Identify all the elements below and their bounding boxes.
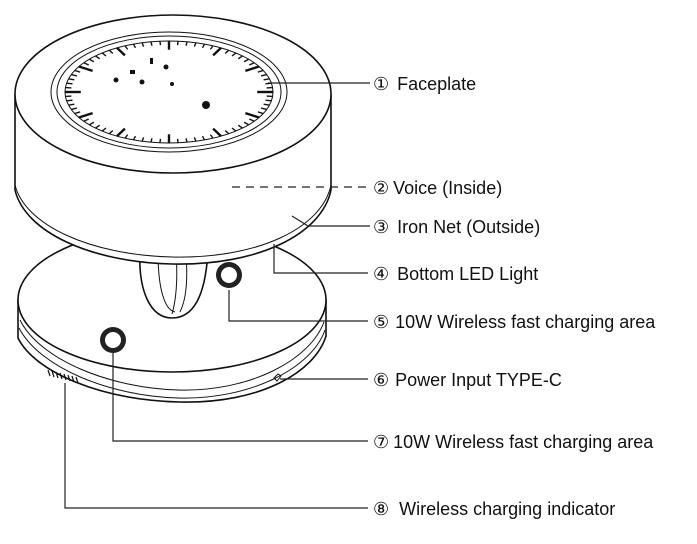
callout-2-number: ②: [373, 178, 389, 198]
faceplate-tick: [212, 127, 222, 138]
faceplate-tick: [116, 127, 126, 138]
faceplate-tick: [78, 65, 93, 72]
type-c-port-icon: [273, 373, 282, 382]
faceplate-tick: [243, 121, 250, 126]
faceplate-tick: [108, 129, 114, 135]
faceplate-tick: [124, 134, 129, 139]
faceplate-tick: [66, 82, 73, 85]
faceplate-tick: [231, 127, 237, 132]
faceplate-tick: [209, 134, 214, 139]
faceplate-tick: [260, 107, 267, 111]
faceplate-tick: [83, 118, 90, 122]
faceplate-tick: [265, 99, 272, 102]
faceplate-tick: [124, 45, 129, 50]
callout-8-number: ⑧: [373, 499, 389, 519]
callout-6-label: Power Input TYPE-C: [395, 370, 562, 390]
callout-2-label: Voice (Inside): [393, 178, 502, 198]
callout-7-label: 10W Wireless fast charging area: [393, 432, 654, 452]
faceplate-tick: [78, 112, 93, 119]
faceplate-tick: [88, 58, 95, 63]
faceplate-tick: [159, 138, 162, 143]
faceplate-buttons: [113, 58, 210, 109]
faceplate-tick: [74, 111, 81, 115]
faceplate-tick: [263, 78, 270, 81]
faceplate-tick: [132, 135, 137, 141]
faceplate-tick: [209, 45, 214, 50]
faceplate-tick: [71, 107, 78, 111]
faceplate-tick: [95, 55, 101, 60]
faceplate-tick: [245, 112, 260, 119]
faceplate-tick: [159, 41, 162, 46]
faceplate-tick: [88, 121, 95, 126]
charging-area-left-icon: [100, 327, 126, 353]
faceplate-tick: [248, 62, 255, 66]
callout-8-label: Wireless charging indicator: [399, 499, 615, 519]
faceplate-tick: [224, 129, 230, 135]
faceplate-tick: [66, 99, 73, 102]
faceplate-tick: [101, 52, 107, 57]
faceplate-tick: [201, 43, 206, 49]
faceplate-tick: [68, 78, 75, 81]
callout-5-label: 10W Wireless fast charging area: [395, 312, 656, 332]
faceplate-tick: [185, 138, 188, 143]
faceplate-tick-ring: [65, 41, 273, 143]
faceplate-tick: [243, 58, 250, 63]
faceplate-tick: [141, 137, 145, 142]
faceplate-tick: [212, 46, 222, 57]
callout-3-label: Iron Net (Outside): [397, 217, 540, 237]
callout-3-number: ③: [373, 217, 389, 237]
indicator-vent: [47, 369, 79, 384]
faceplate-tick: [263, 103, 270, 106]
callout-1-label: Faceplate: [397, 74, 476, 94]
faceplate-tick: [108, 49, 114, 55]
faceplate-tick: [193, 42, 197, 47]
callout-7-number: ⑦: [373, 432, 389, 452]
faceplate-tick: [237, 124, 243, 129]
faceplate-tick: [224, 49, 230, 55]
faceplate-tick: [176, 138, 179, 143]
faceplate-tick: [141, 42, 145, 47]
callout-6-number: ⑥: [373, 370, 389, 390]
faceplate-tick: [150, 41, 153, 46]
faceplate-tick: [260, 73, 267, 77]
speaker-top: [14, 14, 332, 265]
faceplate-tick: [68, 103, 75, 106]
faceplate-tick: [95, 124, 101, 129]
callout-4-number: ④: [373, 264, 389, 284]
faceplate-tick: [193, 137, 197, 142]
faceplate-tick: [245, 65, 260, 72]
faceplate-tick: [231, 52, 237, 57]
faceplate-tick: [257, 111, 264, 115]
faceplate-tick: [237, 55, 243, 60]
faceplate-tick: [71, 73, 78, 77]
faceplate-tick: [101, 127, 107, 132]
faceplate-tick: [201, 135, 206, 141]
faceplate-tick: [74, 69, 81, 73]
faceplate-tick: [176, 41, 179, 46]
faceplate-tick: [132, 43, 137, 49]
faceplate-tick: [83, 62, 90, 66]
faceplate-tick: [185, 41, 188, 46]
callout-5-number: ⑤: [373, 312, 389, 332]
faceplate-tick: [257, 69, 264, 73]
leader-lines: [64, 82, 370, 509]
faceplate-tick: [116, 46, 126, 57]
faceplate-tick: [248, 118, 255, 122]
faceplate-tick: [150, 138, 153, 143]
callout-4-label: Bottom LED Light: [397, 264, 538, 284]
charging-area-right-icon: [216, 262, 242, 288]
callout-1-number: ①: [373, 74, 389, 94]
